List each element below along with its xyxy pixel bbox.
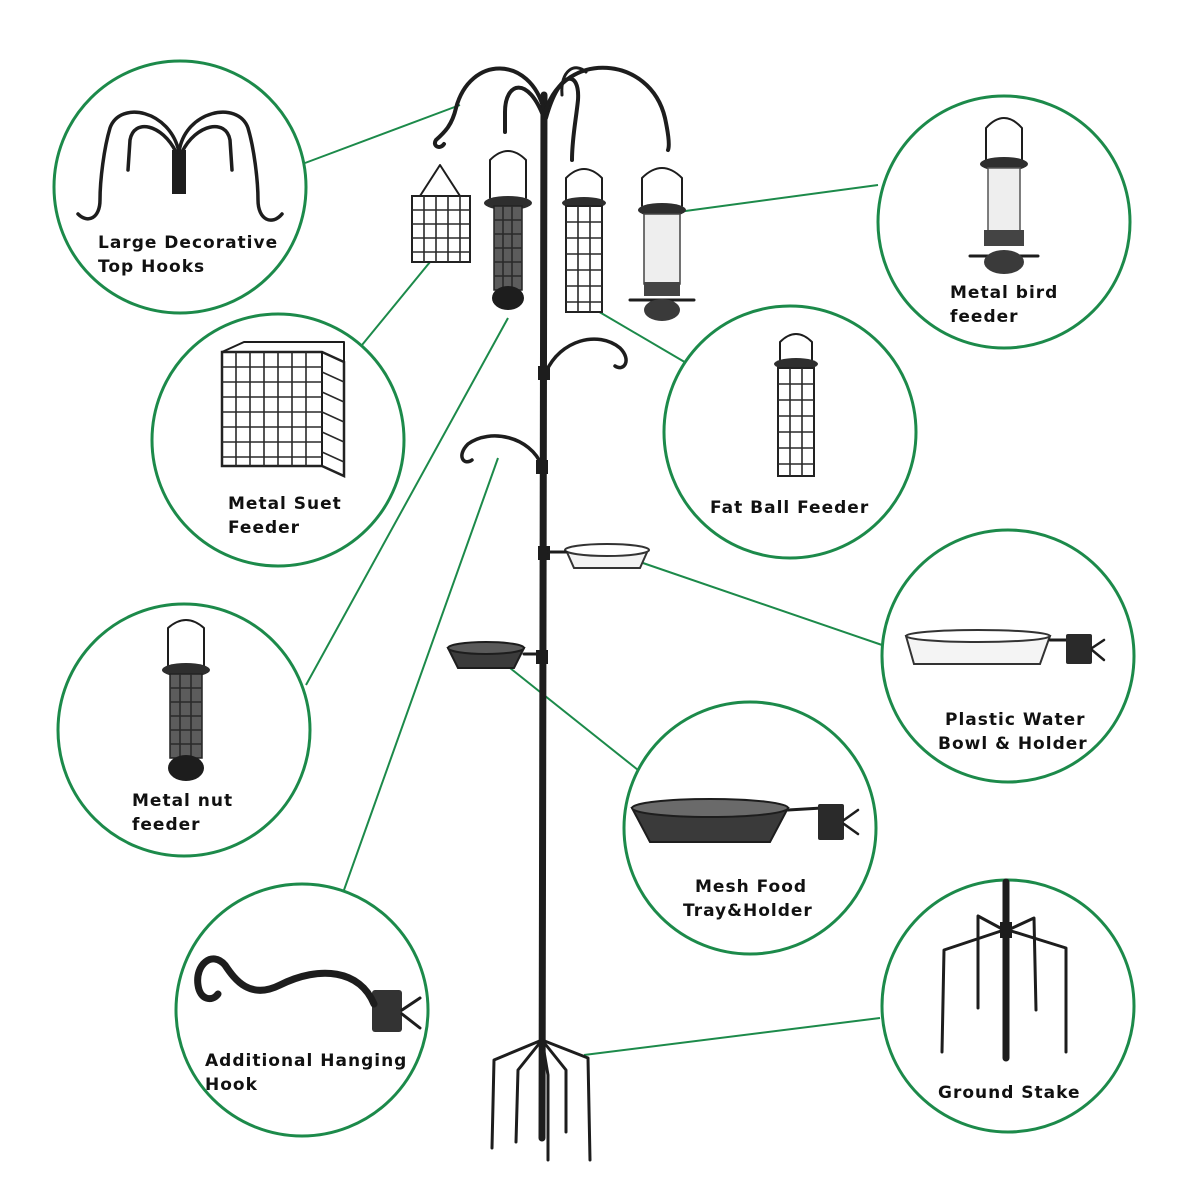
- part-mesh-tray: Mesh Food Tray&Holder: [622, 700, 878, 956]
- ground-stake-icon: [940, 878, 1068, 1062]
- pole-ground-stake: [490, 1038, 592, 1162]
- part-hanging-hook: Additional Hanging Hook: [174, 882, 430, 1138]
- hanging-hook-icon: [194, 955, 422, 1032]
- part-label-line: feeder: [132, 815, 201, 835]
- part-label-line: Mesh Food: [695, 877, 807, 897]
- part-label-line: Metal bird: [950, 283, 1058, 303]
- part-label: Metal bird feeder: [950, 283, 1065, 327]
- part-label-line: Tray&Holder: [683, 901, 813, 921]
- part-circle: [174, 882, 430, 1138]
- part-label-line: Plastic Water: [945, 710, 1085, 730]
- leader-top-hooks: [304, 104, 461, 164]
- top-hook-left: [433, 66, 546, 149]
- part-ground-stake: Ground Stake: [880, 878, 1136, 1134]
- mid-hook-right: [544, 337, 628, 374]
- part-label-line: Top Hooks: [98, 257, 205, 277]
- part-bird-feeder: Metal bird feeder: [876, 94, 1132, 350]
- water-bowl-icon: [904, 629, 1106, 665]
- leader-hanging-hook: [343, 457, 499, 891]
- part-label-line: Additional Hanging: [205, 1051, 407, 1071]
- part-label-line: feeder: [950, 307, 1019, 327]
- part-label-line: Feeder: [228, 518, 300, 538]
- part-nut-feeder: Metal nut feeder: [56, 602, 312, 858]
- part-label: Ground Stake: [938, 1083, 1081, 1103]
- top-hook-right: [544, 65, 671, 152]
- part-label: Mesh Food Tray&Holder: [683, 877, 814, 921]
- part-label-line: Metal nut: [132, 791, 233, 811]
- water-bowl-clamp: [538, 546, 550, 560]
- leader-water: [639, 561, 883, 646]
- part-label: Additional Hanging Hook: [205, 1051, 414, 1095]
- leader-fat-ball: [595, 309, 689, 365]
- top-hook-far-right: [560, 66, 588, 97]
- part-label-line: Ground Stake: [938, 1083, 1081, 1103]
- nut-feeder-icon: [162, 619, 210, 781]
- decorative-hooks-icon: [76, 110, 284, 222]
- hook-clamp-2: [536, 460, 548, 474]
- part-label: Metal nut feeder: [132, 791, 240, 835]
- leader-stake: [583, 1017, 881, 1056]
- top-hook-left-inner: [503, 85, 546, 134]
- leader-bird-feeder: [677, 184, 879, 213]
- part-top-hooks: Large Decorative Top Hooks: [52, 59, 308, 315]
- leader-mesh-tray: [509, 667, 639, 771]
- part-fat-ball-feeder: Fat Ball Feeder: [662, 304, 918, 560]
- hanging-fat-ball-feeder: [562, 168, 606, 313]
- part-label-line: Bowl & Holder: [938, 734, 1088, 754]
- part-water-bowl: Plastic Water Bowl & Holder: [880, 528, 1136, 784]
- part-label: Plastic Water Bowl & Holder: [938, 710, 1092, 754]
- mesh-tray-icon: [630, 798, 860, 843]
- hanging-suet-cage: [411, 164, 471, 263]
- part-label-line: Large Decorative: [98, 233, 278, 253]
- suet-cage-icon: [220, 341, 346, 478]
- main-pole: [538, 91, 548, 1142]
- leader-suet: [361, 261, 431, 346]
- feeding-station-pole: [411, 65, 696, 1162]
- part-label: Metal Suet Feeder: [228, 494, 349, 538]
- seed-feeder-icon: [968, 117, 1040, 274]
- hanging-nut-feeder: [484, 150, 532, 310]
- mesh-tray-clamp: [536, 650, 548, 664]
- hook-clamp: [538, 366, 550, 380]
- leader-lines: [304, 104, 883, 1056]
- part-label: Large Decorative Top Hooks: [98, 233, 285, 277]
- part-label: Fat Ball Feeder: [710, 498, 869, 518]
- part-label-line: Metal Suet: [228, 494, 342, 514]
- fat-ball-feeder-icon: [774, 333, 818, 477]
- part-suet-feeder: Metal Suet Feeder: [150, 312, 406, 568]
- mid-hook-left: [460, 434, 544, 468]
- part-label-line: Hook: [205, 1075, 258, 1095]
- part-label-line: Fat Ball Feeder: [710, 498, 869, 518]
- hanging-seed-feeder: [628, 167, 696, 321]
- leader-nut: [305, 317, 509, 686]
